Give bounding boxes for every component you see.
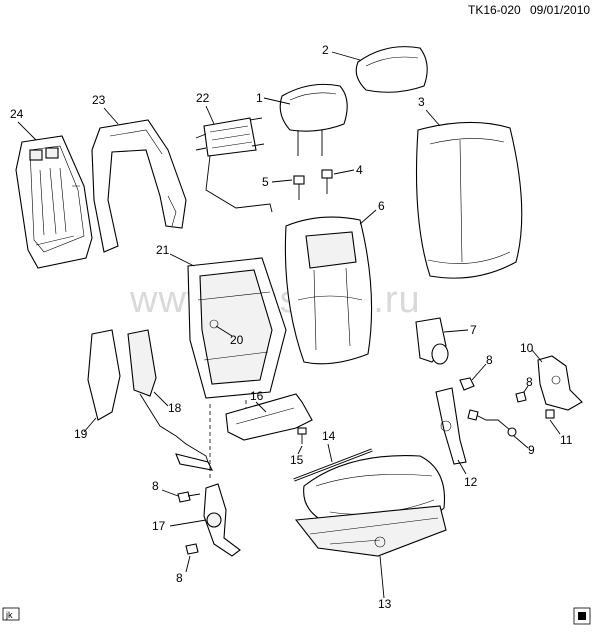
- callout-10: 10: [520, 341, 534, 355]
- callout-1: 1: [256, 91, 263, 105]
- part-16-bracket: [225, 393, 313, 441]
- part-9-lever: [467, 409, 517, 437]
- callout-14: 14: [322, 429, 336, 443]
- callout-8-right: 8: [526, 375, 533, 389]
- part-4-guide: [321, 169, 333, 194]
- callout-19: 19: [74, 427, 88, 441]
- part-5-guide: [293, 175, 305, 200]
- part-8-nut-upper: [459, 377, 475, 391]
- callout-5: 5: [262, 175, 269, 189]
- part-2-headrest-cover: [355, 46, 428, 93]
- callout-3: 3: [418, 95, 425, 109]
- part-21-back-frame: [187, 257, 287, 399]
- part-22-lumbar: [195, 117, 273, 213]
- part-10-trim: [537, 355, 583, 411]
- diagram-code: TK16-020: [468, 3, 521, 17]
- part-3-back-cover: [415, 121, 523, 279]
- corner-tag: jk: [2, 607, 20, 621]
- part-8-nut-right: [515, 391, 527, 403]
- callout-11: 11: [560, 433, 573, 447]
- callout-8-left-lower: 8: [176, 571, 183, 585]
- part-1-headrest: [279, 83, 348, 156]
- part-13-cushion: [294, 455, 447, 557]
- callout-18: 18: [168, 401, 182, 415]
- part-8-bolt-left-upper: [177, 491, 201, 503]
- part-19-side-panel: [87, 329, 121, 421]
- callout-12: 12: [464, 475, 478, 489]
- callout-9: 9: [528, 443, 535, 457]
- callout-13: 13: [378, 597, 392, 611]
- callout-4: 4: [356, 163, 363, 177]
- part-17-recliner: [203, 483, 241, 557]
- callout-8-upper: 8: [486, 353, 493, 367]
- callout-17: 17: [152, 519, 166, 533]
- part-6-back-pad: [284, 216, 373, 365]
- callout-7: 7: [470, 323, 477, 337]
- part-8-bolt-left-lower: [185, 543, 199, 555]
- part-24-back-panel: [15, 135, 93, 269]
- callout-15: 15: [290, 453, 304, 467]
- callout-2: 2: [322, 43, 329, 57]
- callout-16: 16: [250, 389, 264, 403]
- part-14-rod: [293, 448, 373, 482]
- callout-21: 21: [156, 243, 170, 257]
- part-18-airbag: [127, 329, 213, 471]
- part-11-fastener: [545, 409, 555, 419]
- callout-8-left-upper: 8: [152, 479, 159, 493]
- part-23-trim-panel: [91, 119, 187, 253]
- part-7-cap: [415, 317, 449, 365]
- part-12-bracket: [435, 387, 467, 465]
- part-15-bolt: [297, 427, 307, 444]
- callout-23: 23: [92, 93, 106, 107]
- callout-6: 6: [378, 199, 385, 213]
- callout-22: 22: [196, 91, 210, 105]
- callout-24: 24: [10, 107, 24, 121]
- callout-20: 20: [230, 333, 244, 347]
- diagram-date: 09/01/2010: [530, 3, 590, 17]
- logo-mark: [573, 607, 591, 625]
- svg-text:jk: jk: [5, 610, 13, 620]
